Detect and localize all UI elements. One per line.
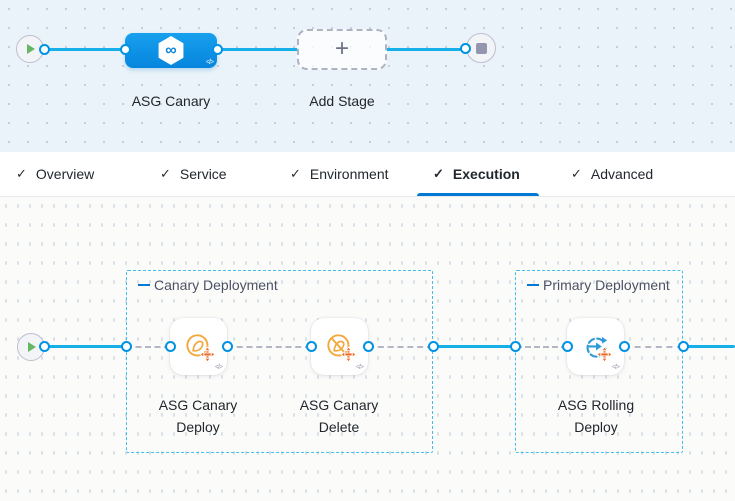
step-asg-canary-deploy[interactable]: </>: [170, 318, 227, 375]
tab-label: Environment: [309, 166, 389, 182]
connector-point: [39, 341, 50, 352]
check-icon: ✓: [160, 166, 171, 181]
asg-canary-deploy-icon: [185, 333, 216, 363]
harness-stage-icon: ∞: [158, 36, 184, 65]
stage-node-asg-canary[interactable]: ∞ </>: [125, 33, 217, 68]
stop-icon: [475, 42, 487, 54]
connector-point: [460, 43, 471, 54]
execution-edge-dashed: [126, 346, 170, 348]
pipeline-edge: [386, 48, 466, 51]
plus-icon: +: [334, 34, 349, 62]
execution-edge-dashed: [624, 346, 683, 348]
collapse-group-icon[interactable]: [138, 284, 150, 286]
pipeline-edge: [217, 48, 298, 51]
check-icon: ✓: [290, 166, 301, 181]
connector-point: [363, 341, 374, 352]
connector-point: [222, 341, 233, 352]
add-stage-label: Add Stage: [309, 93, 375, 109]
code-icon[interactable]: </>: [355, 364, 364, 371]
check-icon: ✓: [571, 166, 582, 181]
step-name-label: ASG Canary Delete: [299, 397, 379, 435]
tab-environment[interactable]: ✓ Environment: [290, 152, 389, 196]
step-group-primary-deployment[interactable]: [515, 270, 683, 453]
step-group-canary-deployment[interactable]: [126, 270, 433, 453]
execution-edge-dashed: [516, 346, 567, 348]
check-icon: ✓: [16, 166, 27, 181]
group-label-canary-deployment: Canary Deployment: [138, 277, 278, 293]
execution-edge: [44, 345, 127, 348]
harness-logo-glyph: ∞: [165, 41, 177, 59]
code-icon[interactable]: </>: [611, 364, 620, 371]
connector-point: [120, 44, 131, 55]
stage-name-label: ASG Canary: [131, 93, 211, 109]
connector-point: [562, 341, 573, 352]
execution-start-node: [17, 333, 45, 361]
check-icon: ✓: [433, 166, 444, 181]
tab-label: Advanced: [590, 166, 654, 182]
connector-point: [165, 341, 176, 352]
execution-edge: [683, 345, 735, 348]
execution-edge-dashed: [227, 346, 311, 348]
step-name-label: ASG Rolling Deploy: [557, 397, 635, 435]
pipeline-end-node: [466, 33, 496, 63]
tab-service[interactable]: ✓ Service: [160, 152, 227, 196]
step-asg-rolling-deploy[interactable]: </>: [567, 318, 624, 375]
connector-point: [510, 341, 521, 352]
execution-edge-dashed: [368, 346, 433, 348]
play-icon: [27, 44, 35, 54]
connector-point: [39, 44, 50, 55]
tab-overview[interactable]: ✓ Overview: [16, 152, 94, 196]
tab-label: Execution: [452, 166, 520, 182]
tab-label: Overview: [35, 166, 95, 182]
tab-label: Service: [179, 166, 227, 182]
step-asg-canary-delete[interactable]: </>: [311, 318, 368, 375]
code-icon[interactable]: </>: [214, 364, 223, 371]
group-name: Canary Deployment: [154, 277, 278, 293]
execution-edge: [433, 345, 516, 348]
collapse-group-icon[interactable]: [527, 284, 539, 286]
pipeline-canvas: ∞ </> + ASG Canary Add Stage: [0, 0, 735, 152]
group-label-primary-deployment: Primary Deployment: [527, 277, 670, 293]
play-icon: [28, 342, 36, 352]
active-tab-indicator: [417, 193, 539, 196]
code-icon[interactable]: </>: [205, 59, 214, 66]
connector-point: [428, 341, 439, 352]
asg-rolling-deploy-icon: [586, 336, 613, 363]
connector-point: [306, 341, 317, 352]
connector-point: [212, 44, 223, 55]
group-name: Primary Deployment: [543, 277, 670, 293]
tab-execution[interactable]: ✓ Execution: [433, 152, 520, 196]
tab-advanced[interactable]: ✓ Advanced: [571, 152, 653, 196]
execution-canvas: Canary Deployment Primary Deployment: [0, 197, 735, 501]
stage-tab-bar: ✓ Overview ✓ Service ✓ Environment ✓ Exe…: [0, 152, 735, 197]
connector-point: [619, 341, 630, 352]
asg-canary-delete-icon: [326, 333, 357, 363]
add-stage-button[interactable]: +: [297, 29, 387, 70]
step-name-label: ASG Canary Deploy: [158, 397, 238, 435]
pipeline-edge: [44, 48, 127, 51]
connector-point: [678, 341, 689, 352]
connector-point: [121, 341, 132, 352]
